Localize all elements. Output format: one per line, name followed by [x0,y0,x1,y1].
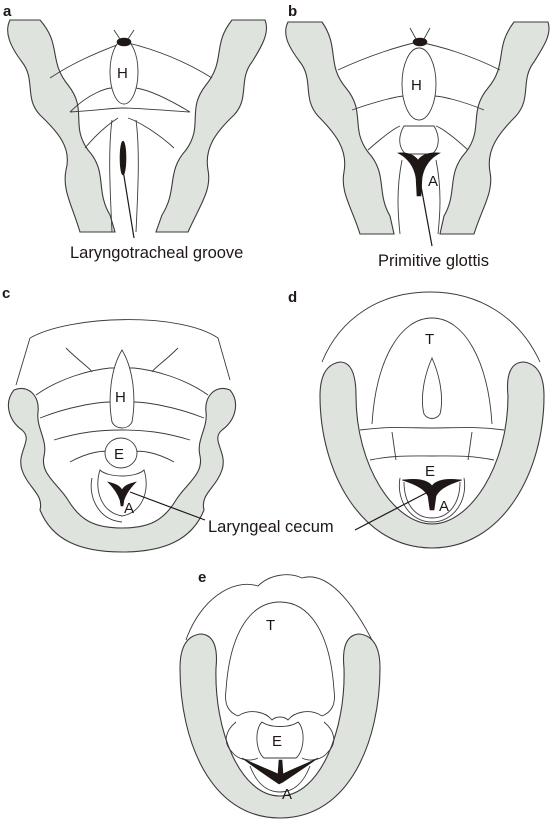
panel-e-tongue-outline [225,601,335,717]
panel-c-arytenoid-outline [90,477,123,523]
panel-d-arytenoid-outline [398,477,466,523]
panel-b-label-a: A [428,173,438,190]
panel-d-wall [319,361,545,549]
panel-e-arytenoid-outline [249,765,311,793]
panel-b-arch [337,41,419,71]
panel-e-tongue-outline [225,689,239,717]
panel-c-label-h: H [115,389,126,406]
panel-b-arch [435,125,469,151]
panel-b-callout: Primitive glottis [378,252,489,270]
panel-b-arch [367,125,401,151]
panel-a: a H Laryngotracheal groove [3,3,268,262]
panel-d-arch [369,455,495,461]
panel-e-label-a: A [282,786,292,803]
panel-d-tongue-outline [371,317,493,425]
laryngeal-cecum-callout: Laryngeal cecum [208,518,334,536]
laryngeal-cecum-leader-left [129,491,206,521]
panel-a-arch [135,87,191,113]
panel-a-arch [127,117,175,149]
panel-a-label-h: H [117,65,128,82]
panel-b-label-h: H [411,77,422,94]
panel-c-label-a: A [124,500,134,517]
panel-d-outer-outline [321,291,541,363]
panel-a-left-wall [7,19,116,233]
panel-a-foramen-lines [113,29,135,40]
panel-a-groove-edge [109,119,113,233]
panel-b-left-wall [285,21,395,235]
panel-d-arch [391,431,473,461]
panel-a-groove-slit [119,140,127,176]
panel-d-label-e: E [425,463,435,480]
panel-b-leader [420,185,433,247]
panel-b-right-wall [439,21,550,235]
panel-c-outer-outline [29,319,231,381]
panel-c-outer-outline [15,337,31,386]
panel-c-tag: c [2,285,10,302]
panel-c-arch [65,347,179,373]
panel-e-tag: e [198,569,206,586]
panel-a-leader [122,169,135,239]
panel-a-foramen-cecum [116,37,132,47]
panel-e-aryepiglottic-fold [301,721,335,761]
panel-a-right-wall [155,19,268,233]
panel-d-label-t: T [425,331,434,348]
panel-a-tag: a [3,3,12,20]
panel-e-outer-outline [185,574,373,641]
panel-e-epiglottis [256,721,304,759]
panel-d-foramen-lens [421,356,443,419]
panel-a-callout: Laryngotracheal groove [70,244,243,262]
panel-e-epiglottis-top [237,711,323,721]
panel-c-arch [39,401,205,419]
panel-b-tag: b [288,3,297,20]
panel-d-laryngeal-cecum [401,478,463,511]
panel-c-wall [7,388,237,553]
panel-d-label-a: A [439,498,449,515]
panel-c-laryngeal-cecum [107,481,137,507]
panel-c-label-e: E [114,446,124,463]
panel-e-wall [179,633,381,819]
panel-b-primitive-glottis [396,152,442,197]
panel-b-epiglottal-swelling [399,125,439,155]
panel-d-arch [359,427,505,431]
shared-callout-group: Laryngeal cecum [129,491,429,536]
panel-b-hypobranchial-eminence [401,47,437,121]
panel-a-arch [69,107,191,113]
panel-c-hypobranchial-eminence [109,349,135,429]
panel-b: b H A Primitive glottis [285,3,550,270]
panel-e-laryngeal-inlet [241,757,319,785]
panel-e-label-t: T [266,617,275,634]
laryngeal-cecum-leader-right [354,491,429,531]
panel-d-tag: d [288,289,297,306]
panel-e-aryepiglottic-fold [225,721,259,761]
panel-b-foramen-lines [409,27,431,40]
panel-c-arch [53,429,191,441]
panel-b-arch [351,95,405,111]
panel-e-label-e: E [272,733,282,750]
panel-a-arch [84,117,119,149]
panel-c-epiglottal-swelling [104,437,138,469]
panel-b-arch [433,95,485,111]
panel-b-groove-edge [435,159,441,235]
panel-c: c H E A [2,285,237,553]
panel-b-foramen-cecum [412,37,428,47]
panel-a-groove-edge [135,119,139,233]
panel-e: e T E A [179,569,381,819]
panel-a-arch [123,41,213,79]
panel-b-groove-edge [397,159,403,235]
panel-a-arch [69,87,113,113]
panel-d: d T E A [288,289,545,549]
